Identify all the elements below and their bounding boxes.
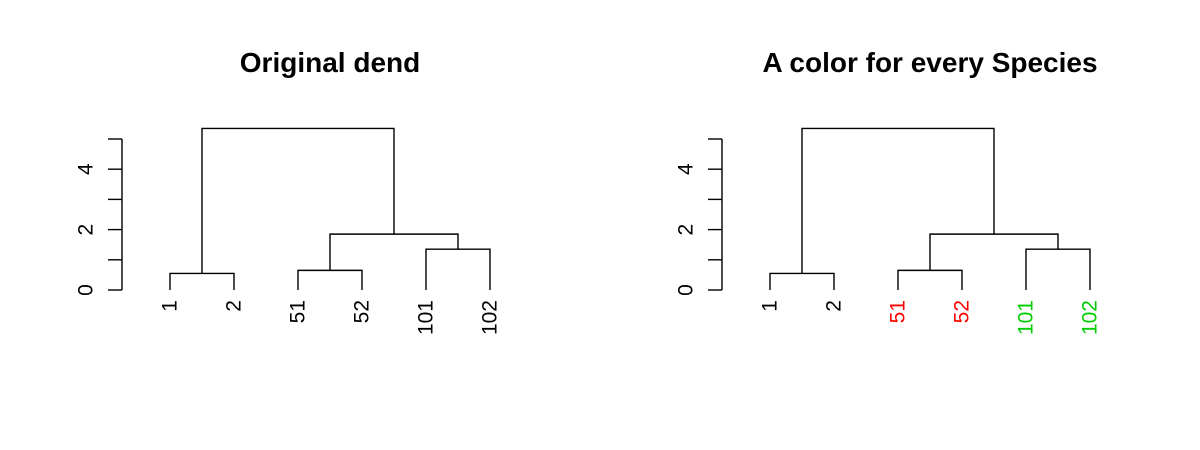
panel-original-dend: Original dend 0 2 4 1 2 51 52 101 102	[75, 47, 502, 335]
leaf-label: 101	[1015, 300, 1038, 335]
dendrogram-branch	[897, 269, 963, 290]
dendrogram-branch	[929, 233, 1059, 271]
y-tick-label: 4	[75, 163, 98, 175]
leaf-label: 1	[759, 300, 782, 312]
y-tick-label: 0	[75, 284, 98, 296]
leaf-label: 52	[951, 300, 974, 323]
dendrogram-branch	[425, 248, 491, 290]
y-tick-label: 4	[675, 163, 698, 175]
y-tick-label: 2	[675, 224, 698, 236]
leaf-label: 2	[823, 300, 846, 312]
dendrogram-branch	[1025, 248, 1091, 290]
dendrogram-branch	[201, 127, 395, 274]
dendrogram-branch	[297, 269, 363, 290]
leaf-label: 52	[351, 300, 374, 323]
leaf-label: 51	[287, 300, 310, 323]
dendrogram-branch	[801, 127, 995, 274]
leaf-label: 102	[1079, 300, 1102, 335]
leaf-label: 2	[223, 300, 246, 312]
y-tick-label: 0	[675, 284, 698, 296]
leaf-label: 51	[887, 300, 910, 323]
leaf-label: 1	[159, 300, 182, 312]
panel-title: A color for every Species	[762, 47, 1097, 78]
panel-species-colored: A color for every Species 0 2 4 1 2 51 52 101 10…	[675, 47, 1102, 335]
leaf-label: 102	[479, 300, 502, 335]
y-tick-label: 2	[75, 224, 98, 236]
dendrogram-branch	[329, 233, 459, 271]
dendrogram-branch	[769, 272, 835, 290]
leaf-label: 101	[415, 300, 438, 335]
panel-title: Original dend	[240, 47, 420, 78]
dendrogram-branch	[169, 272, 235, 290]
